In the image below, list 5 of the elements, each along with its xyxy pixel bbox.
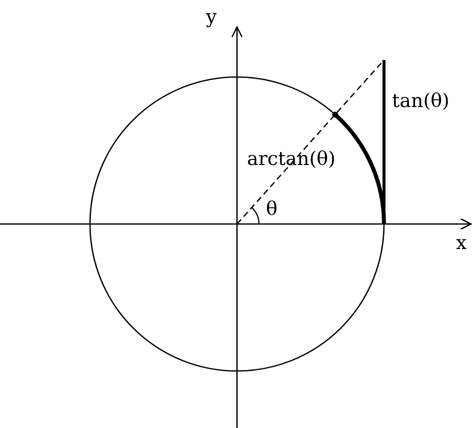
segment-label: tan(θ) bbox=[392, 92, 450, 111]
arc-label: arctan(θ) bbox=[247, 150, 336, 169]
axis-label: x bbox=[456, 234, 467, 253]
angle-label: θ bbox=[266, 200, 278, 219]
axis-label: y bbox=[206, 8, 217, 27]
